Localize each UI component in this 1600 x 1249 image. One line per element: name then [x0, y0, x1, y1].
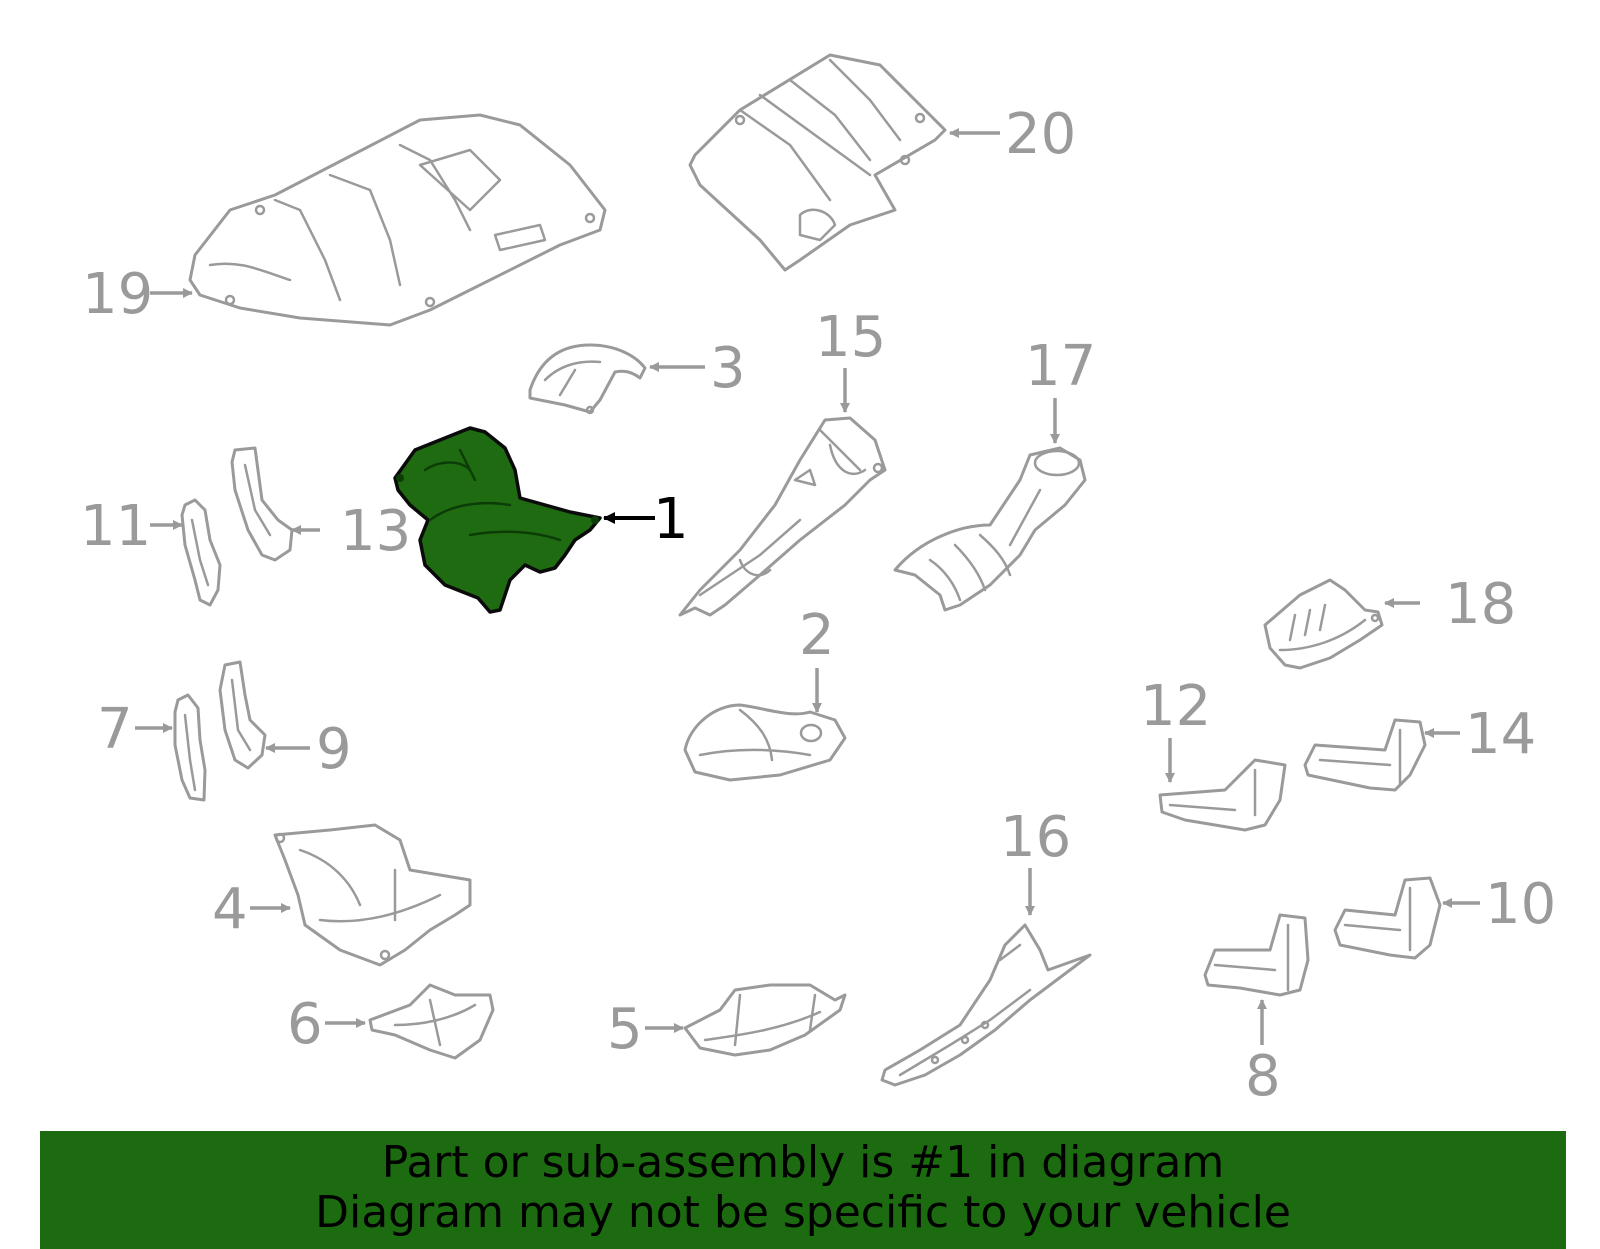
callout-5[interactable]: 5: [607, 997, 643, 1062]
part-11-bracket[interactable]: [180, 498, 222, 607]
callout-13[interactable]: 13: [340, 499, 411, 564]
part-15-pipe-shield[interactable]: [678, 416, 887, 617]
banner-line-1: Part or sub-assembly is #1 in diagram: [381, 1137, 1225, 1188]
callout-16[interactable]: 16: [1000, 805, 1071, 870]
banner-line-2: Diagram may not be specific to your vehi…: [315, 1187, 1291, 1238]
part-4-shield[interactable]: [273, 823, 472, 967]
part-1-highlighted-shield[interactable]: [393, 426, 602, 614]
callout-17[interactable]: 17: [1025, 334, 1096, 399]
callout-11[interactable]: 11: [80, 494, 151, 559]
part-10-shield[interactable]: [1333, 876, 1442, 960]
callout-18[interactable]: 18: [1445, 572, 1516, 637]
part-18-shield[interactable]: [1263, 578, 1384, 670]
callout-20[interactable]: 20: [1005, 102, 1076, 167]
callout-15[interactable]: 15: [815, 305, 886, 370]
part-7-bracket[interactable]: [173, 693, 207, 802]
callout-12[interactable]: 12: [1140, 674, 1211, 739]
callout-8[interactable]: 8: [1245, 1044, 1281, 1109]
callout-3[interactable]: 3: [710, 336, 746, 401]
callout-4[interactable]: 4: [212, 877, 248, 942]
callout-9[interactable]: 9: [316, 717, 352, 782]
part-2-shield[interactable]: [683, 703, 847, 782]
part-8-shield[interactable]: [1203, 913, 1310, 997]
part-13-bracket[interactable]: [230, 446, 294, 562]
callout-1[interactable]: 1: [653, 487, 689, 552]
part-5-shield[interactable]: [683, 983, 847, 1057]
callout-numbers: 1 2 3 4 5 6 7 8 9 10 11 12 13 14 15 16 1…: [80, 102, 1556, 1109]
callout-7[interactable]: 7: [97, 697, 133, 762]
part-3-shield[interactable]: [528, 343, 647, 415]
part-14-shield[interactable]: [1303, 718, 1427, 792]
callout-2[interactable]: 2: [799, 603, 835, 668]
part-19-shield[interactable]: [188, 113, 607, 327]
part-20-shield[interactable]: [688, 53, 947, 272]
part-17-pipe-shield[interactable]: [893, 446, 1087, 612]
callout-14[interactable]: 14: [1465, 702, 1536, 767]
part-6-shield[interactable]: [368, 983, 495, 1060]
callout-19[interactable]: 19: [82, 262, 153, 327]
info-banner: Part or sub-assembly is #1 in diagram Di…: [40, 1131, 1566, 1249]
part-16-shield[interactable]: [880, 923, 1092, 1087]
callout-10[interactable]: 10: [1485, 872, 1556, 937]
leader-lines: [135, 128, 1480, 1045]
part-9-bracket[interactable]: [218, 660, 267, 770]
part-12-shield[interactable]: [1158, 758, 1287, 832]
callout-6[interactable]: 6: [287, 992, 323, 1057]
